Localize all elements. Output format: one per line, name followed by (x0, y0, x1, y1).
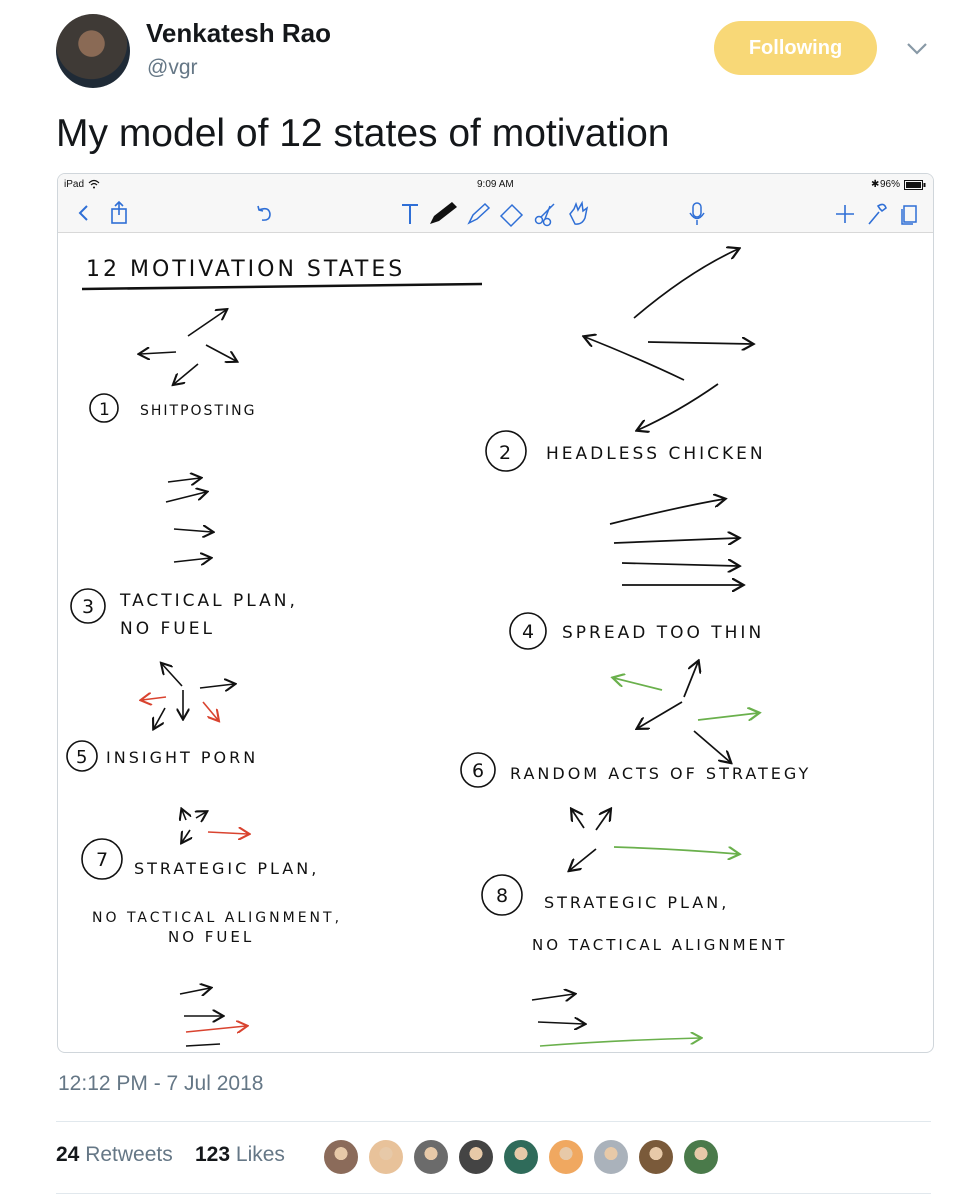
status-time: 9:09 AM (477, 179, 514, 190)
state-6-label: RANDOM ACTS OF STRATEGY (510, 764, 811, 783)
liker-avatar[interactable] (322, 1138, 360, 1176)
tweet-timestamp[interactable]: 12:12 PM - 7 Jul 2018 (58, 1072, 264, 1095)
state-3-line-1: TACTICAL PLAN, (119, 591, 298, 611)
title-underline (81, 282, 483, 291)
retweets-count: 24 (56, 1143, 80, 1166)
share-icon[interactable] (108, 200, 130, 226)
state-7-line-2: NO TACTICAL ALIGNMENT, (92, 910, 342, 926)
state-5-number: 5 (76, 747, 87, 768)
state-8-line-2: NO TACTICAL ALIGNMENT (532, 936, 787, 954)
eraser-icon[interactable] (498, 200, 526, 228)
pen-icon[interactable] (426, 200, 460, 228)
following-button[interactable]: Following (714, 21, 877, 75)
likes-stat[interactable]: 123 Likes (195, 1143, 285, 1167)
battery-icon (904, 180, 926, 190)
liker-avatar[interactable] (367, 1138, 405, 1176)
tweet-media-image[interactable]: iPad 9:09 AM ✱ 96% 12 MOTIVATION S (57, 173, 934, 1053)
state-8-number: 8 (496, 885, 508, 907)
hand-icon[interactable] (564, 200, 592, 228)
retweets-label: Retweets (85, 1143, 173, 1166)
likes-label: Likes (235, 1143, 285, 1166)
state-5-label: INSIGHT PORN (106, 748, 258, 767)
sketch-title: 12 MOTIVATION STATES (86, 257, 405, 282)
scissors-icon[interactable] (532, 200, 558, 228)
author-handle[interactable]: @vgr (147, 56, 198, 79)
retweets-stat[interactable]: 24 Retweets (56, 1143, 173, 1167)
liker-avatar[interactable] (637, 1138, 675, 1176)
state-7-number: 7 (96, 849, 108, 871)
liker-avatar[interactable] (547, 1138, 585, 1176)
wrench-icon[interactable] (864, 200, 888, 228)
state-7-line-3: NO FUEL (168, 928, 254, 946)
state-4-number: 4 (522, 621, 534, 643)
ipad-status-bar: iPad 9:09 AM ✱ 96% (58, 174, 933, 196)
liker-avatar[interactable] (412, 1138, 450, 1176)
state-3-line-2: NO FUEL (120, 619, 215, 639)
likes-count: 123 (195, 1143, 231, 1166)
state-2-label: HEADLESS CHICKEN (546, 444, 766, 464)
state-3-number: 3 (82, 596, 94, 618)
author-name[interactable]: Venkatesh Rao (146, 18, 331, 48)
microphone-icon[interactable] (686, 200, 708, 228)
notes-toolbar (58, 196, 933, 233)
wifi-icon (88, 179, 100, 189)
liker-avatar[interactable] (682, 1138, 720, 1176)
chevron-down-icon[interactable] (904, 38, 930, 58)
state-7-line-1: STRATEGIC PLAN, (134, 859, 319, 878)
divider (56, 1193, 931, 1194)
undo-icon[interactable] (254, 200, 276, 226)
state-8-line-1: STRATEGIC PLAN, (544, 893, 729, 912)
divider (56, 1121, 931, 1122)
battery-percent: 96% (880, 179, 901, 190)
state-1-label: SHITPOSTING (140, 403, 256, 419)
liker-avatar[interactable] (457, 1138, 495, 1176)
pages-icon[interactable] (898, 200, 920, 228)
bluetooth-icon: ✱ (871, 179, 880, 190)
highlighter-icon[interactable] (464, 200, 492, 228)
tweet-text: My model of 12 states of motivation (56, 112, 670, 155)
text-tool-icon[interactable] (398, 200, 422, 228)
state-6-number: 6 (472, 760, 484, 782)
liker-avatar[interactable] (502, 1138, 540, 1176)
author-avatar[interactable] (56, 14, 130, 88)
state-2-number: 2 (499, 442, 511, 464)
state-1-number: 1 (99, 400, 110, 420)
liker-avatar[interactable] (592, 1138, 630, 1176)
state-4-label: SPREAD TOO THIN (562, 623, 764, 643)
device-label: iPad (64, 179, 85, 190)
back-icon[interactable] (74, 200, 94, 226)
add-icon[interactable] (834, 200, 856, 228)
motivation-sketch: 12 MOTIVATION STATES 1 SHITPOSTING 2 HEA… (66, 232, 811, 1047)
